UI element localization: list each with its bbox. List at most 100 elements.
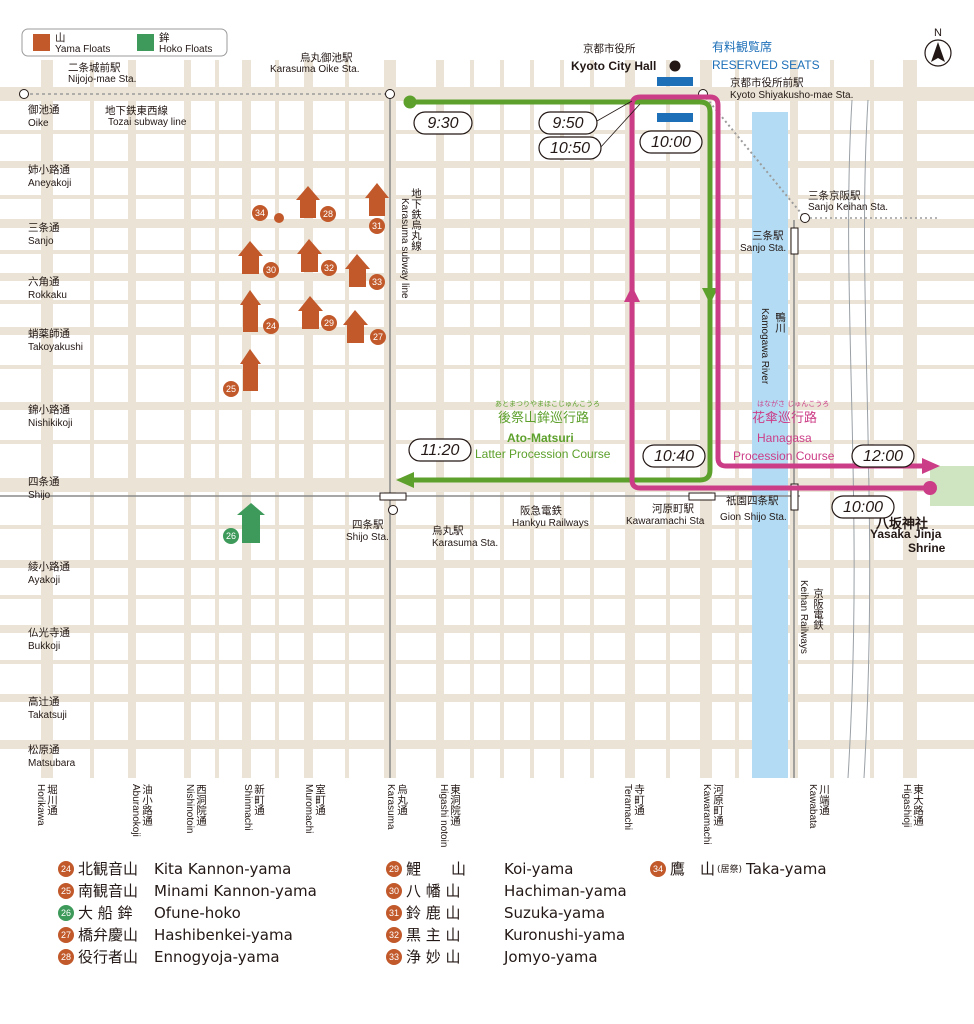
svg-text:綾小路通: 綾小路通: [28, 560, 70, 573]
svg-text:松原通: 松原通: [28, 743, 60, 756]
svg-text:27: 27: [373, 332, 383, 342]
svg-text:四条通: 四条通: [28, 475, 60, 488]
svg-text:Teramachi: Teramachi: [622, 784, 633, 830]
road-grid: [0, 60, 974, 778]
ato-end-arrow: [396, 472, 414, 488]
svg-text:御池通: 御池通: [28, 103, 60, 116]
float-badge: 30: [263, 262, 279, 278]
float-number: 24: [58, 860, 74, 877]
svg-text:烏丸駅: 烏丸駅: [432, 524, 464, 537]
svg-text:三条通: 三条通: [28, 221, 60, 234]
float-number: 27: [58, 926, 74, 943]
reserved-seats-marker-1: [657, 77, 693, 86]
svg-text:Higashi notoin: Higashi notoin: [438, 784, 449, 847]
float-number: 33: [386, 948, 402, 965]
svg-text:Shijo: Shijo: [28, 490, 51, 501]
float-badge: 26: [223, 528, 239, 544]
time-label: 10:00: [843, 499, 883, 516]
float-number: 34: [650, 860, 666, 877]
svg-text:Kawaramachi: Kawaramachi: [701, 784, 712, 845]
svg-text:二条城前駅: 二条城前駅: [68, 61, 121, 74]
svg-text:Rokkaku: Rokkaku: [28, 290, 67, 301]
float-number: 32: [386, 926, 402, 943]
svg-text:錦小路通: 錦小路通: [28, 403, 70, 416]
svg-text:Yasaka Jinja: Yasaka Jinja: [870, 527, 942, 541]
svg-text:油小路通: 油小路通: [141, 783, 153, 826]
yama-float-icon-24: [240, 290, 261, 332]
hoko-float-icon-26: [237, 503, 265, 543]
yama-float-icon-27: [343, 310, 368, 343]
svg-text:京都市役所: 京都市役所: [583, 42, 636, 55]
svg-text:30: 30: [266, 265, 276, 275]
float-name-jp: 大 船 鉾: [78, 904, 133, 922]
svg-text:堀川通: 堀川通: [46, 784, 58, 816]
float-badge: 32: [321, 260, 337, 276]
float-name-en: Hachiman-yama: [504, 881, 627, 900]
taka-yama-dot: [274, 213, 284, 223]
float-name-jp: 橋弁慶山: [78, 926, 139, 944]
svg-text:河原町駅: 河原町駅: [652, 503, 694, 515]
yama-float-icon-25: [240, 349, 261, 391]
float-note: (居祭): [717, 865, 743, 875]
svg-text:Muromachi: Muromachi: [303, 784, 314, 833]
float-number: 31: [386, 904, 402, 921]
svg-text:Nishinotoin: Nishinotoin: [184, 784, 195, 833]
svg-text:鴨川: 鴨川: [774, 311, 786, 333]
svg-text:Matsubara: Matsubara: [28, 758, 76, 769]
float-name-jp: 黒 主 山: [406, 926, 461, 944]
ato-start-dot: [403, 95, 417, 109]
float-number: 30: [386, 882, 402, 899]
svg-text:地下鉄東西線: 地下鉄東西線: [105, 104, 168, 117]
svg-text:六角通: 六角通: [28, 276, 60, 288]
svg-text:26: 26: [226, 531, 236, 541]
svg-text:東大路通: 東大路通: [912, 783, 924, 826]
svg-text:Horikawa: Horikawa: [35, 784, 46, 826]
hanagasa-end-arrow: [922, 458, 940, 474]
float-name-jp: 南観音山: [78, 882, 139, 900]
float-name-en: Taka-yama: [746, 859, 827, 878]
svg-text:Sanjo Keihan Sta.: Sanjo Keihan Sta.: [808, 202, 888, 213]
svg-text:姉小路通: 姉小路通: [28, 163, 70, 176]
float-name-en: Koi-yama: [504, 859, 574, 878]
svg-text:Nishikikoji: Nishikikoji: [28, 418, 72, 429]
hanagasa-route: [629, 94, 930, 491]
svg-text:33: 33: [372, 277, 382, 287]
svg-text:29: 29: [324, 318, 334, 328]
yama-float-icon-32: [297, 239, 322, 272]
reserved-seats-marker-2: [657, 113, 693, 122]
svg-text:Shijo Sta.: Shijo Sta.: [346, 532, 389, 543]
place-labels: 京都市役所 Kyoto City Hall 有料観覧席 RESERVED SEA…: [105, 39, 946, 654]
yama-float-icon-33: [345, 254, 370, 287]
float-badge: 33: [369, 274, 385, 290]
float-badge: 25: [223, 381, 239, 397]
hanagasa-up-arrow: [624, 286, 640, 302]
north-compass: N: [924, 27, 952, 67]
svg-text:Bukkoji: Bukkoji: [28, 641, 60, 652]
svg-text:Karasuma Sta.: Karasuma Sta.: [432, 538, 498, 549]
svg-text:寺町通: 寺町通: [633, 784, 645, 816]
time-label: 10:00: [651, 134, 691, 151]
time-label: 10:40: [654, 448, 694, 465]
svg-text:阪急電鉄: 阪急電鉄: [520, 504, 562, 517]
time-label: 9:50: [552, 115, 583, 132]
svg-text:Oike: Oike: [28, 118, 49, 129]
svg-text:地下鉄烏丸線: 地下鉄烏丸線: [410, 187, 422, 251]
svg-text:烏丸御池駅: 烏丸御池駅: [300, 51, 353, 64]
svg-text:Ato-Matsuri: Ato-Matsuri: [507, 431, 574, 445]
float-number-badges: 34 28 31 30 32 33 24 29 27 25 26: [223, 205, 386, 544]
svg-text:Higashioji: Higashioji: [901, 784, 912, 827]
route-labels: あとまつりやまほこじゅんこうろ 後祭山鉾巡行路 Ato-Matsuri Latt…: [475, 399, 835, 463]
svg-text:Karasuma subway line: Karasuma subway line: [399, 198, 410, 299]
ato-direction-arrow: [702, 288, 718, 304]
svg-text:花傘巡行路: 花傘巡行路: [752, 410, 817, 426]
svg-text:Hankyu Railways: Hankyu Railways: [512, 518, 589, 529]
float-name-jp: 鯉 山: [406, 860, 467, 878]
svg-text:四条駅: 四条駅: [352, 518, 384, 531]
svg-text:山: 山: [55, 32, 66, 44]
